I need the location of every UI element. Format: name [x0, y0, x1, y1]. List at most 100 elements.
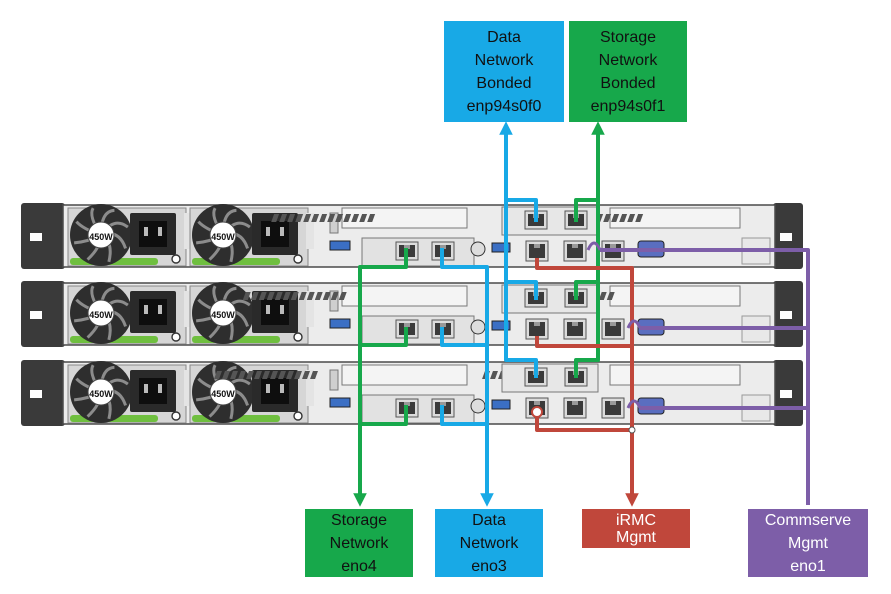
- cable-data-bonded: [499, 121, 538, 222]
- psu-led: [171, 411, 181, 421]
- rack-ear-hole: [780, 233, 792, 241]
- bay-vent: [222, 371, 230, 379]
- psu-led: [171, 332, 181, 342]
- port-latch: [534, 244, 540, 248]
- bay-vent: [359, 214, 368, 222]
- cable-loop: [626, 319, 642, 329]
- port-latch: [572, 322, 578, 326]
- bay-vent: [242, 292, 251, 300]
- port-opening: [567, 322, 583, 336]
- cable-storage-eno4: [353, 248, 408, 507]
- bay-vent: [302, 371, 310, 379]
- cable-data-eno3: [440, 248, 494, 507]
- bay-vent: [635, 214, 644, 222]
- power-socket-inner: [139, 221, 167, 247]
- power-socket-inner: [139, 378, 167, 404]
- server-1: 450W 450W: [21, 203, 803, 269]
- port-latch: [572, 244, 578, 248]
- cable-data-bonded-s2: [504, 200, 538, 300]
- bay-vent: [271, 214, 280, 222]
- cable-irmc-s3: [535, 414, 632, 432]
- bay-vent: [246, 371, 254, 379]
- bay-vent: [598, 292, 607, 300]
- psu-label-strip: [184, 370, 192, 406]
- usb-port: [329, 397, 351, 408]
- psu-label-strip: [306, 213, 314, 249]
- bay-vent: [627, 214, 636, 222]
- bay-vent: [327, 214, 336, 222]
- power-pin: [158, 384, 162, 393]
- psu-rating: 450W: [211, 232, 235, 242]
- cable-storage-eno4-s2: [360, 327, 408, 347]
- rack-ear-hole: [30, 390, 42, 398]
- usb-port: [329, 240, 351, 251]
- port-opening: [567, 401, 583, 415]
- rack-ear-hole: [30, 311, 42, 319]
- psu-rating: 450W: [211, 310, 235, 320]
- pcie-bay: [609, 285, 741, 307]
- bay-vent: [330, 292, 339, 300]
- fan-hub: [209, 221, 237, 249]
- cable-data-eno3-s2: [440, 327, 487, 347]
- port-latch: [440, 245, 446, 249]
- cable-storage-bonded-s3: [574, 282, 600, 378]
- cable-commserve: [600, 248, 810, 505]
- bay-vent: [279, 214, 288, 222]
- power-pin: [144, 384, 148, 393]
- port-latch: [610, 401, 616, 405]
- bay-vent: [303, 214, 312, 222]
- bay-vent: [254, 371, 262, 379]
- port-opening: [605, 322, 621, 336]
- cable-data-bonded-s3: [504, 282, 538, 378]
- bay-vent: [603, 214, 612, 222]
- bay-vent: [274, 292, 283, 300]
- bay-vent: [295, 214, 304, 222]
- psu-label-strip: [306, 370, 314, 406]
- rack-ear-left: [21, 281, 65, 347]
- psu-led: [293, 254, 303, 264]
- bay-vent: [270, 371, 278, 379]
- power-button: [470, 319, 486, 335]
- psu-label-strip: [184, 291, 192, 327]
- bay-vent: [298, 292, 307, 300]
- power-socket-inner: [261, 378, 289, 404]
- cable-irmc: [535, 258, 639, 507]
- rack-ear-hole: [30, 233, 42, 241]
- bay-vent: [287, 214, 296, 222]
- bay-vent: [290, 292, 299, 300]
- psu-rating: 450W: [211, 389, 235, 399]
- cable-irmc-s2: [535, 336, 632, 348]
- bay-vent: [258, 292, 267, 300]
- power-socket-inner: [261, 299, 289, 325]
- port-opening: [567, 244, 583, 258]
- vent-slot: [329, 369, 339, 391]
- power-socket-inner: [261, 221, 289, 247]
- bay-vent: [314, 292, 323, 300]
- port-opening: [605, 401, 621, 415]
- fan-hub: [87, 299, 115, 327]
- usb-port: [491, 399, 511, 410]
- vent-slot: [329, 290, 339, 312]
- port-latch: [534, 401, 540, 405]
- power-pin: [280, 227, 284, 236]
- fan-hub: [209, 299, 237, 327]
- bay-vent: [322, 292, 331, 300]
- bay-vent: [367, 214, 376, 222]
- cable-storage-bonded-s2: [574, 200, 600, 300]
- bay-vent: [282, 292, 291, 300]
- bay-vent: [319, 214, 328, 222]
- psu-rating: 450W: [89, 232, 113, 242]
- cable-loop: [586, 241, 602, 251]
- power-pin: [158, 305, 162, 314]
- power-pin: [280, 384, 284, 393]
- pcie-bay: [609, 207, 741, 229]
- power-pin: [158, 227, 162, 236]
- usb-port: [491, 320, 511, 331]
